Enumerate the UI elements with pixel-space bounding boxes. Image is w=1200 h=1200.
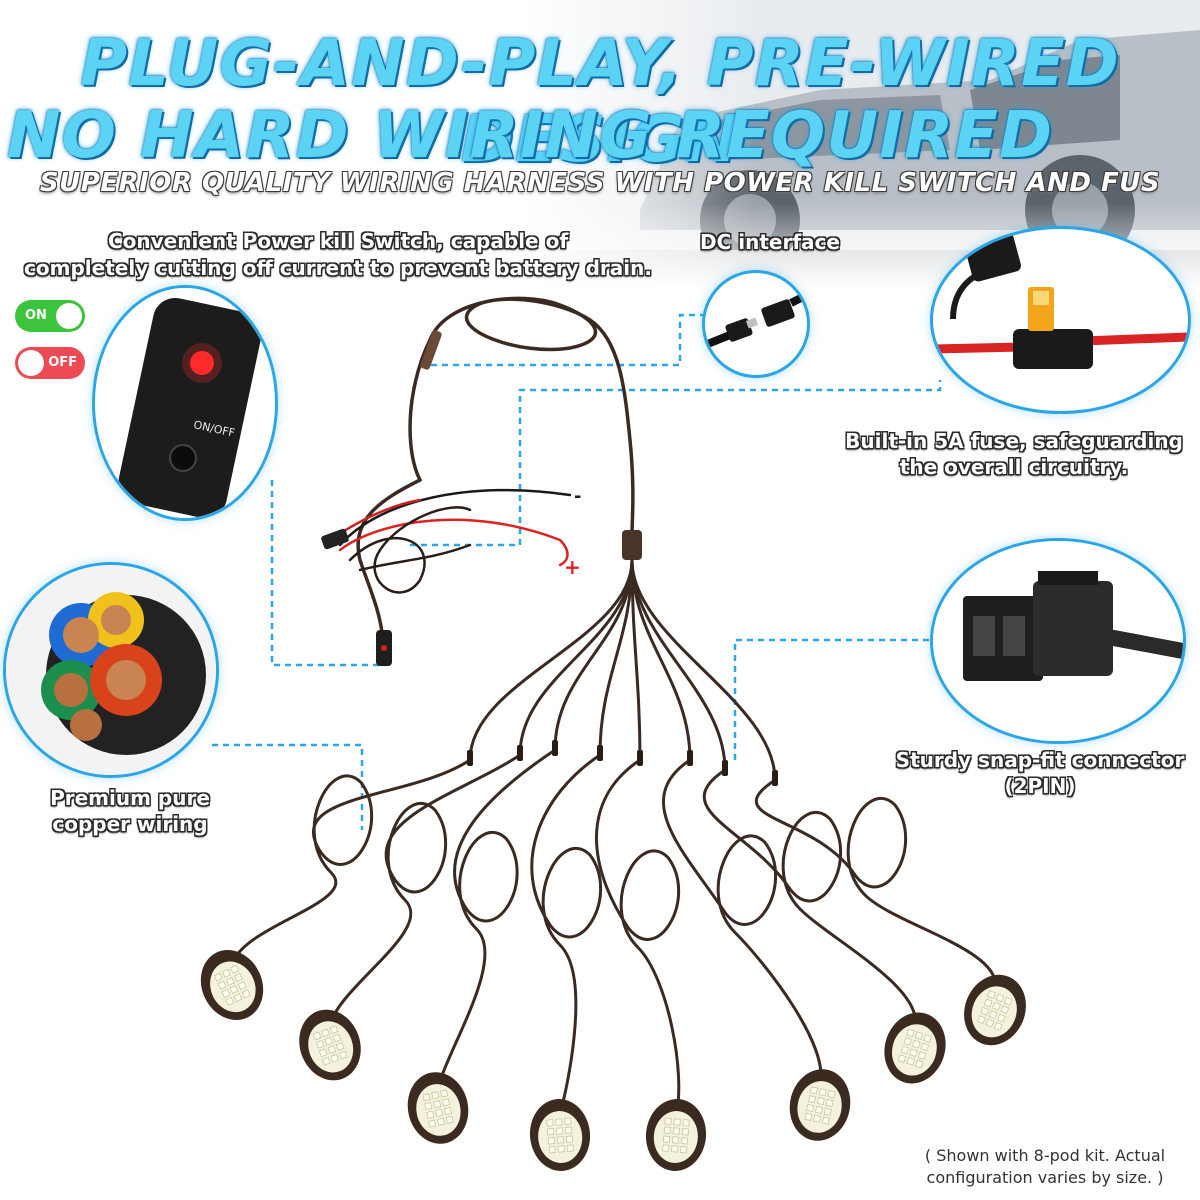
dc-interface-detail-circle — [702, 270, 810, 378]
dc-plug-image — [705, 291, 807, 349]
copper-callout-line-2: copper wiring — [52, 812, 208, 836]
on-toggle-label: ON — [25, 308, 47, 323]
negative-terminal-label: - — [574, 486, 581, 507]
footnote: ( Shown with 8-pod kit. Actual configura… — [900, 1145, 1190, 1189]
fuse-holder-small — [321, 528, 349, 550]
on-toggle-icon: ON — [15, 300, 85, 332]
copper-callout-line-1: Premium pure — [50, 786, 210, 810]
toggle-knob — [18, 350, 44, 376]
connector-callout-line-2: (2PIN) — [1004, 774, 1076, 798]
toggle-knob — [56, 303, 82, 329]
dc-interface-callout: DC interface — [700, 230, 840, 254]
pod-cable-connector — [517, 745, 523, 761]
subheadline: SUPERIOR QUALITY WIRING HARNESS WITH POW… — [39, 168, 1161, 198]
kill-switch-callout-line-2: completely cutting off current to preven… — [24, 256, 652, 280]
kill-switch-callout-line-1: Convenient Power kill Switch, capable of — [107, 229, 569, 253]
pod-cable-connector — [772, 770, 778, 786]
pod-cable — [328, 558, 634, 1027]
rock-light-pod — [407, 1072, 469, 1144]
pod-cable — [436, 558, 634, 1090]
pod-cable — [630, 558, 997, 992]
rock-light-pod — [964, 974, 1026, 1046]
pod-cable-connector — [637, 750, 643, 766]
positive-terminal-label: + — [564, 555, 581, 579]
dc-inline-connector — [420, 330, 442, 370]
rock-light-pod — [789, 1069, 851, 1141]
footnote-line-2: configuration varies by size. ) — [926, 1168, 1164, 1187]
pod-cable-connector — [722, 760, 728, 776]
pod-cable — [595, 558, 681, 1117]
fuse-callout-line-1: Built-in 5A fuse, safeguarding — [845, 429, 1183, 453]
pod-cables-group — [200, 558, 1026, 1171]
copper-wiring-detail-circle — [3, 562, 219, 778]
headline-line-1: PLUG-AND-PLAY, PRE-WIRED DESIGN — [80, 27, 1120, 177]
rock-light-pod — [299, 1009, 361, 1081]
headline-line-2: NO HARD WIRING REQUIRED — [6, 99, 1054, 173]
off-toggle-icon: OFF — [15, 347, 85, 379]
leader-lines — [212, 313, 942, 830]
pod-cable-connector — [467, 750, 473, 766]
pod-cable — [630, 558, 823, 1087]
pod-cable-connector — [552, 740, 558, 756]
connector-callout-line-1: Sturdy snap-fit connector — [895, 748, 1185, 772]
fuse-detail-circle — [930, 226, 1191, 414]
kill-switch-image: ON/OFF — [95, 288, 275, 518]
rock-light-pod — [200, 949, 264, 1021]
rock-light-pod — [645, 1099, 707, 1171]
pod-cable — [530, 558, 634, 1117]
footnote-line-1: ( Shown with 8-pod kit. Actual — [924, 1146, 1166, 1165]
copper-wire-image — [6, 565, 216, 775]
splitter-junction — [622, 530, 642, 560]
pod-cable-connector — [597, 745, 603, 761]
kill-switch-callout: Convenient Power kill Switch, capable of… — [8, 228, 668, 282]
snap-connector-image — [933, 541, 1183, 741]
kill-switch-detail-circle: ON/OFF — [92, 285, 278, 521]
main-cable — [356, 296, 635, 642]
rock-light-pod — [884, 1012, 946, 1084]
snap-connector-detail-circle — [930, 538, 1186, 744]
rock-light-pod — [529, 1099, 591, 1171]
pod-cable — [630, 558, 918, 1030]
fuse-callout: Built-in 5A fuse, safeguarding the overa… — [836, 428, 1192, 480]
connector-callout: Sturdy snap-fit connector (2PIN) — [880, 747, 1200, 799]
off-toggle-label: OFF — [48, 355, 77, 370]
copper-wiring-callout: Premium pure copper wiring — [30, 785, 230, 837]
fuse-callout-line-2: the overall circuitry. — [899, 455, 1129, 479]
pod-cable — [230, 558, 634, 967]
fuse-image — [933, 232, 1188, 369]
pod-cable-connector — [687, 750, 693, 766]
